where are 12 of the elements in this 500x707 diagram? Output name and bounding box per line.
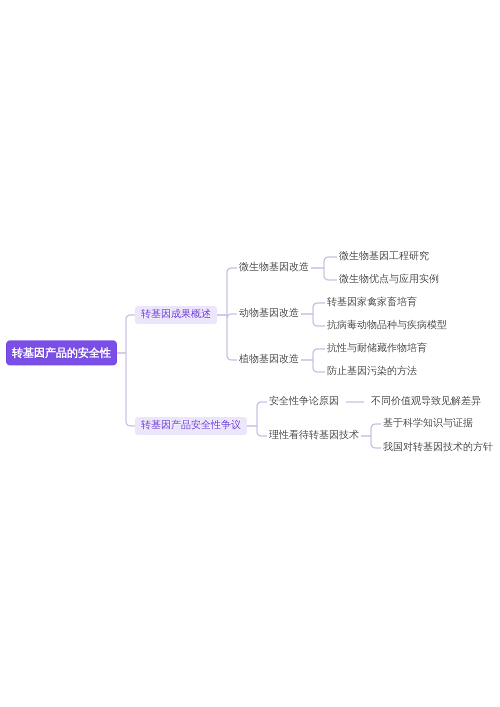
connector-line [301, 359, 325, 373]
connector-line [117, 352, 135, 427]
connector-line [217, 314, 237, 361]
connector-line [301, 313, 325, 327]
subtopic-text: 微生物优点与应用实例 [337, 273, 441, 287]
branch-topic-box: 转基因成果概述 [135, 306, 217, 324]
branch-topic-box: 转基因产品安全性争议 [135, 417, 247, 435]
root-topic-box: 转基因产品的安全性 [6, 340, 117, 366]
connector-line [311, 267, 337, 281]
connector-line [346, 401, 364, 403]
connector-line [361, 435, 381, 449]
connector-line [247, 425, 267, 437]
